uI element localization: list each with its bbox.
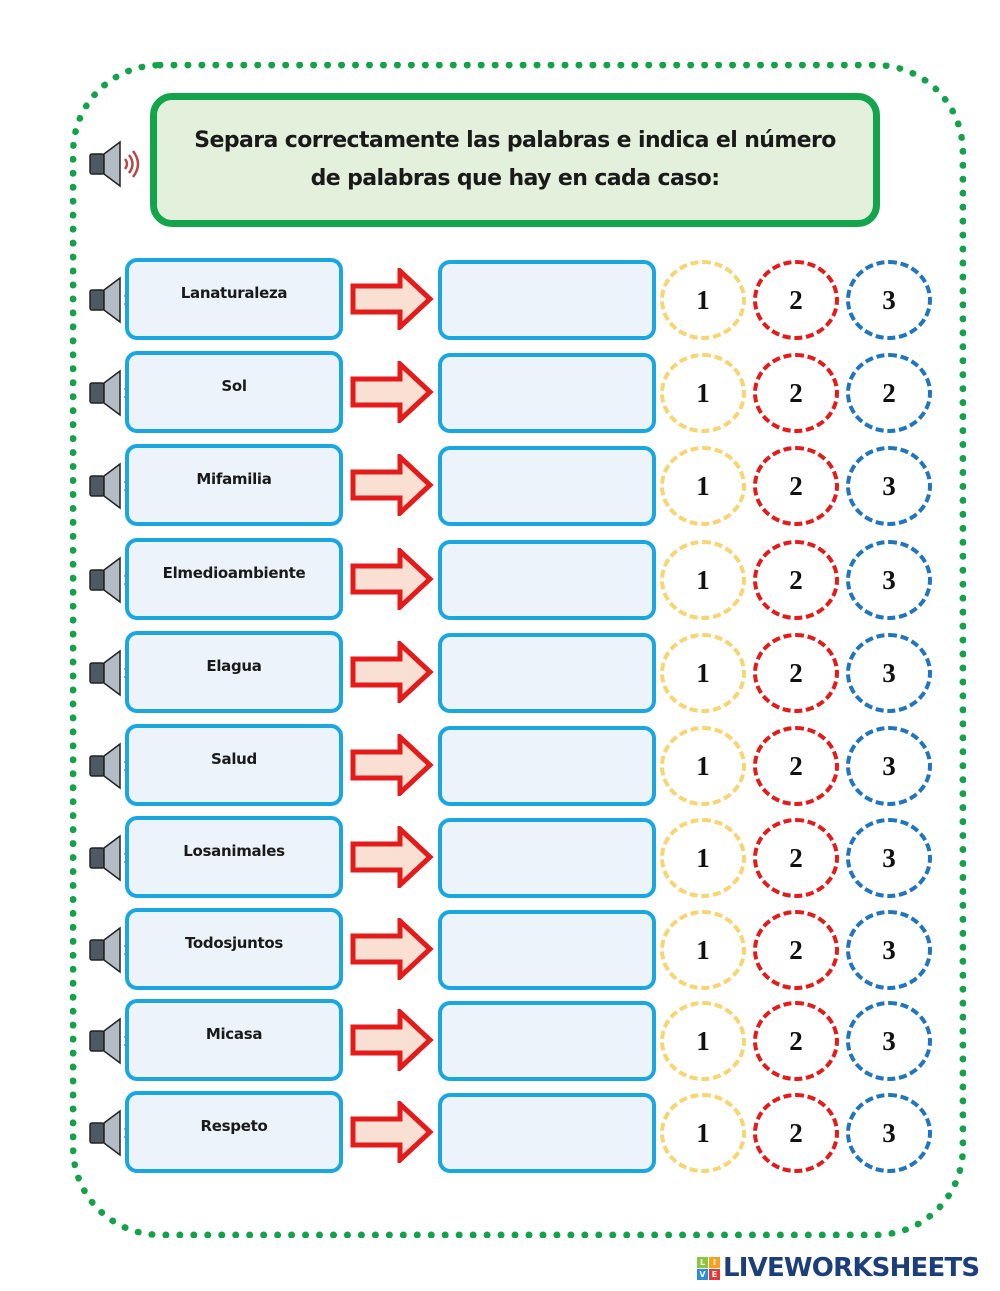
choice-2[interactable]: 2 [753, 726, 839, 806]
word-box: Elagua [125, 631, 343, 713]
right-arrow-icon [350, 268, 434, 330]
choice-3[interactable]: 3 [846, 446, 932, 526]
choice-1[interactable]: 1 [660, 726, 746, 806]
instruction-text: Separa correctamente las palabras e indi… [194, 122, 836, 198]
exercise-row: Elagua 1 2 3 [0, 631, 1000, 723]
answer-input[interactable] [438, 446, 656, 526]
word-box: Salud [125, 724, 343, 806]
choice-1[interactable]: 1 [660, 1001, 746, 1081]
exercise-row: Salud 1 2 3 [0, 724, 1000, 816]
answer-input[interactable] [438, 1093, 656, 1173]
right-arrow-icon [350, 454, 434, 516]
joined-word: Elmedioambiente [162, 564, 306, 582]
choice-1[interactable]: 1 [660, 1093, 746, 1173]
exercise-row: Sol 1 2 2 [0, 351, 1000, 443]
answer-input[interactable] [438, 1001, 656, 1081]
right-arrow-icon [350, 734, 434, 796]
choice-1[interactable]: 1 [660, 446, 746, 526]
exercise-row: Lanaturaleza 1 2 3 [0, 258, 1000, 350]
word-box: Todosjuntos [125, 908, 343, 990]
answer-input[interactable] [438, 818, 656, 898]
joined-word: Sol [221, 377, 247, 395]
joined-word: Lanaturaleza [180, 284, 288, 302]
exercise-row: Mifamilia 1 2 3 [0, 444, 1000, 536]
choice-3[interactable]: 3 [846, 910, 932, 990]
exercise-row: Todosjuntos 1 2 3 [0, 908, 1000, 1000]
choice-3[interactable]: 3 [846, 540, 932, 620]
live-badge-icon: L I V E [697, 1256, 720, 1280]
choice-2[interactable]: 2 [753, 540, 839, 620]
dotted-frame [70, 62, 966, 1238]
choice-2[interactable]: 2 [753, 1093, 839, 1173]
joined-word: Respeto [200, 1117, 268, 1135]
choice-2[interactable]: 2 [753, 633, 839, 713]
choice-1[interactable]: 1 [660, 260, 746, 340]
choice-1[interactable]: 1 [660, 540, 746, 620]
answer-input[interactable] [438, 726, 656, 806]
word-box: Micasa [125, 999, 343, 1081]
exercise-row: Losanimales 1 2 3 [0, 816, 1000, 908]
instruction-box: Separa correctamente las palabras e indi… [150, 93, 880, 227]
joined-word: Salud [211, 750, 257, 768]
exercise-row: Elmedioambiente 1 2 3 [0, 538, 1000, 630]
choice-1[interactable]: 1 [660, 818, 746, 898]
instruction-line-2: de palabras que hay en cada caso: [310, 166, 720, 191]
choice-1[interactable]: 1 [660, 353, 746, 433]
choice-1[interactable]: 1 [660, 633, 746, 713]
speaker-icon[interactable] [86, 138, 146, 190]
right-arrow-icon [350, 548, 434, 610]
answer-input[interactable] [438, 540, 656, 620]
right-arrow-icon [350, 641, 434, 703]
brand-name: LIVEWORKSHEETS [723, 1253, 980, 1283]
word-box: Sol [125, 351, 343, 433]
liveworksheets-logo: L I V E LIVEWORKSHEETS [697, 1253, 980, 1283]
choice-2[interactable]: 2 [753, 260, 839, 340]
choice-2[interactable]: 2 [753, 1001, 839, 1081]
word-box: Losanimales [125, 816, 343, 898]
choice-3[interactable]: 3 [846, 1093, 932, 1173]
joined-word: Micasa [205, 1025, 263, 1043]
answer-input[interactable] [438, 260, 656, 340]
speaker-icon[interactable] [86, 1107, 146, 1159]
right-arrow-icon [350, 918, 434, 980]
choice-2[interactable]: 2 [753, 446, 839, 526]
word-box: Lanaturaleza [125, 258, 343, 340]
exercise-row: Respeto 1 2 3 [0, 1091, 1000, 1183]
choice-3[interactable]: 3 [846, 633, 932, 713]
answer-input[interactable] [438, 353, 656, 433]
answer-input[interactable] [438, 910, 656, 990]
choice-2[interactable]: 2 [753, 818, 839, 898]
choice-3[interactable]: 2 [846, 353, 932, 433]
word-box: Mifamilia [125, 444, 343, 526]
choice-1[interactable]: 1 [660, 910, 746, 990]
joined-word: Todosjuntos [184, 934, 284, 952]
right-arrow-icon [350, 1009, 434, 1071]
right-arrow-icon [350, 1101, 434, 1163]
choice-3[interactable]: 3 [846, 818, 932, 898]
choice-3[interactable]: 3 [846, 726, 932, 806]
right-arrow-icon [350, 826, 434, 888]
choice-2[interactable]: 2 [753, 910, 839, 990]
choice-3[interactable]: 3 [846, 260, 932, 340]
exercise-row: Micasa 1 2 3 [0, 999, 1000, 1091]
instruction-line-1: Separa correctamente las palabras e indi… [194, 128, 836, 153]
joined-word: Losanimales [183, 842, 285, 860]
answer-input[interactable] [438, 633, 656, 713]
joined-word: Elagua [206, 657, 262, 675]
choice-3[interactable]: 3 [846, 1001, 932, 1081]
joined-word: Mifamilia [196, 470, 272, 488]
right-arrow-icon [350, 361, 434, 423]
word-box: Elmedioambiente [125, 538, 343, 620]
choice-2[interactable]: 2 [753, 353, 839, 433]
word-box: Respeto [125, 1091, 343, 1173]
